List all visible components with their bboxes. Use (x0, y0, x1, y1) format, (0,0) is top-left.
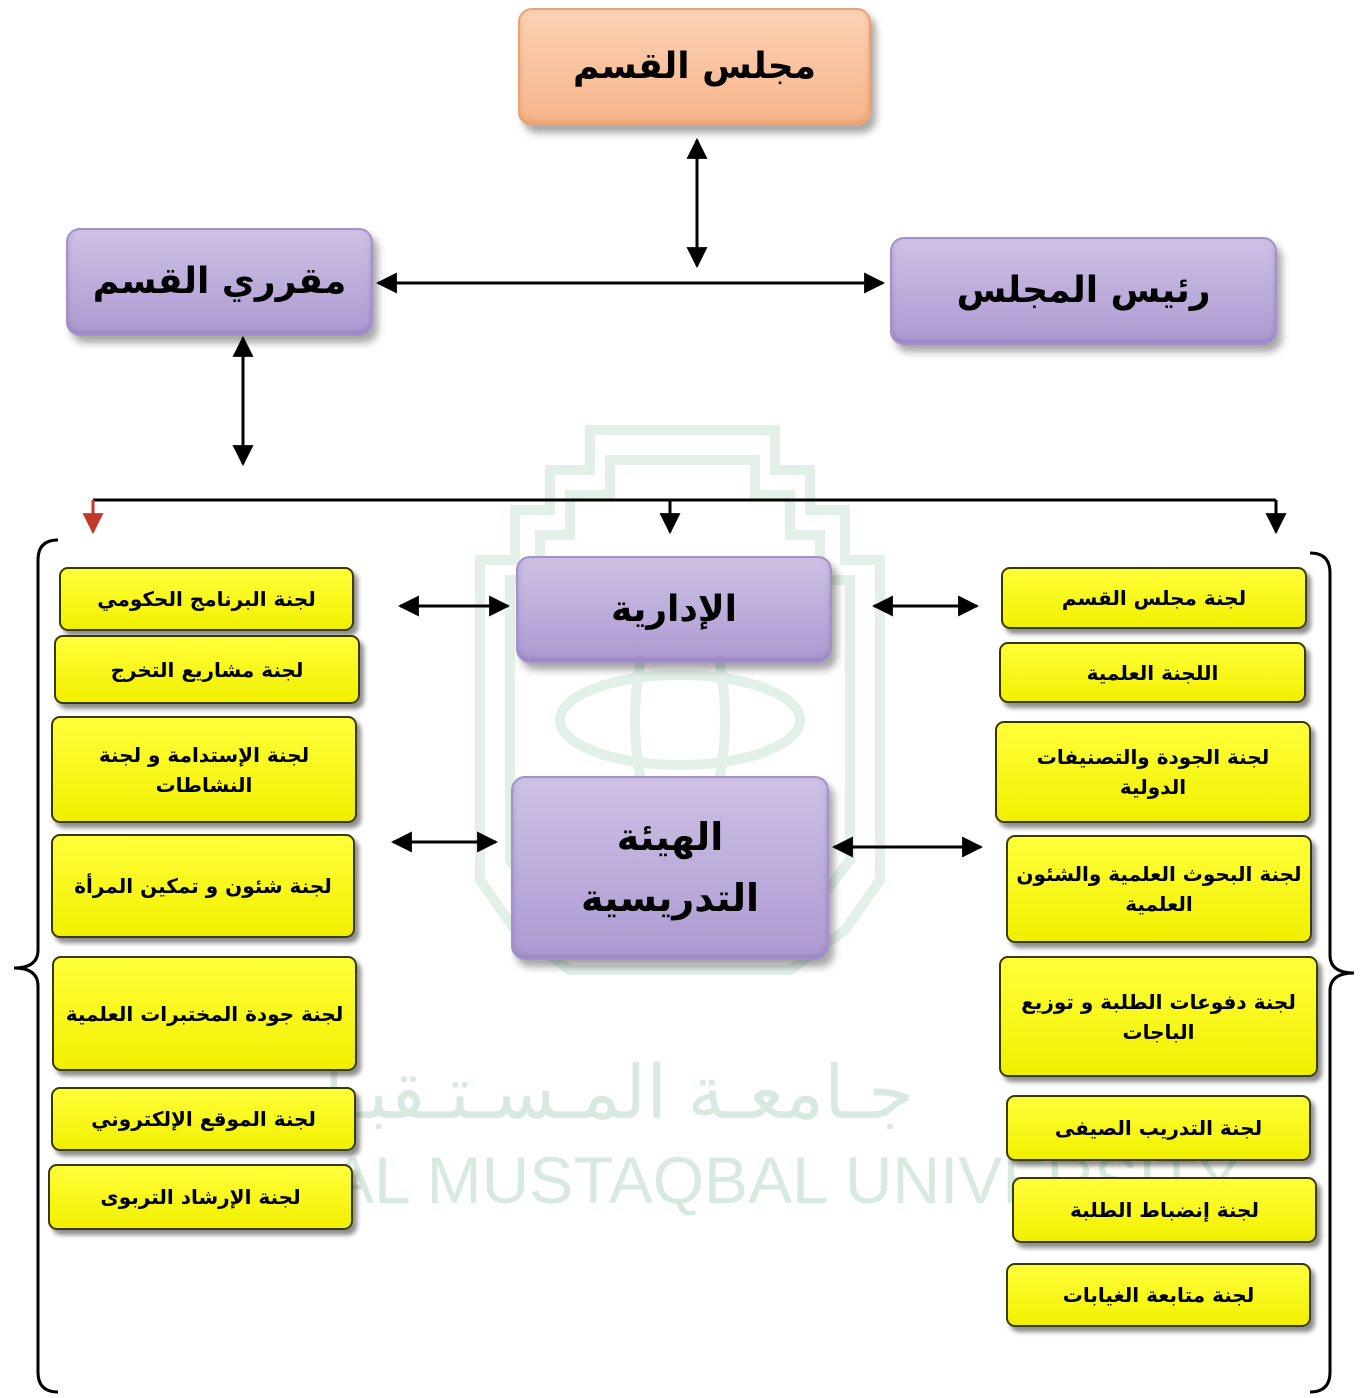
committee-box-left: لجنة الإرشاد التربوى (48, 1164, 353, 1230)
committee-box-left: لجنة شئون و تمكين المرأة (51, 834, 355, 938)
committee-box-left: لجنة البرنامج الحكومي (59, 567, 354, 631)
committee-box-right: اللجنة العلمية (999, 642, 1306, 703)
committee-box-right: لجنة البحوث العلمية والشئون العلمية (1006, 835, 1312, 943)
right-brace (1309, 551, 1355, 1394)
department-rapporteur-box: مقرري القسم (66, 228, 373, 336)
administrative-box: الإدارية (516, 556, 832, 663)
teaching-staff-line1: الهيئة (616, 815, 724, 860)
committee-box-right: لجنة التدريب الصيفى (1006, 1095, 1311, 1161)
committee-box-right: لجنة الجودة والتصنيفات الدولية (995, 721, 1311, 823)
teaching-staff-line2: التدريسية (580, 876, 760, 920)
council-chair-box: رئيس المجلس (890, 237, 1277, 345)
committee-box-left: لجنة مشاريع التخرج (54, 635, 360, 704)
committee-box-left: لجنة الموقع الإلكتروني (51, 1087, 356, 1151)
left-brace (13, 538, 59, 1394)
committee-box-right: لجنة إنضباط الطلبة (1012, 1177, 1317, 1243)
department-council-box: مجلس القسم (518, 8, 871, 126)
committee-box-left: لجنة الإستدامة و لجنة النشاطات (51, 716, 357, 823)
teaching-staff-box: الهيئة التدريسية (511, 776, 829, 960)
committee-box-right: لجنة مجلس القسم (1001, 567, 1307, 629)
committee-box-right: لجنة دفوعات الطلبة و توزيع الباجات (999, 956, 1318, 1077)
committee-box-right: لجنة متابعة الغيابات (1006, 1263, 1311, 1327)
committee-box-left: لجنة جودة المختبرات العلمية (52, 956, 357, 1071)
watermark-arabic: جـامعـة المـسـتـقبـل (290, 1051, 914, 1134)
